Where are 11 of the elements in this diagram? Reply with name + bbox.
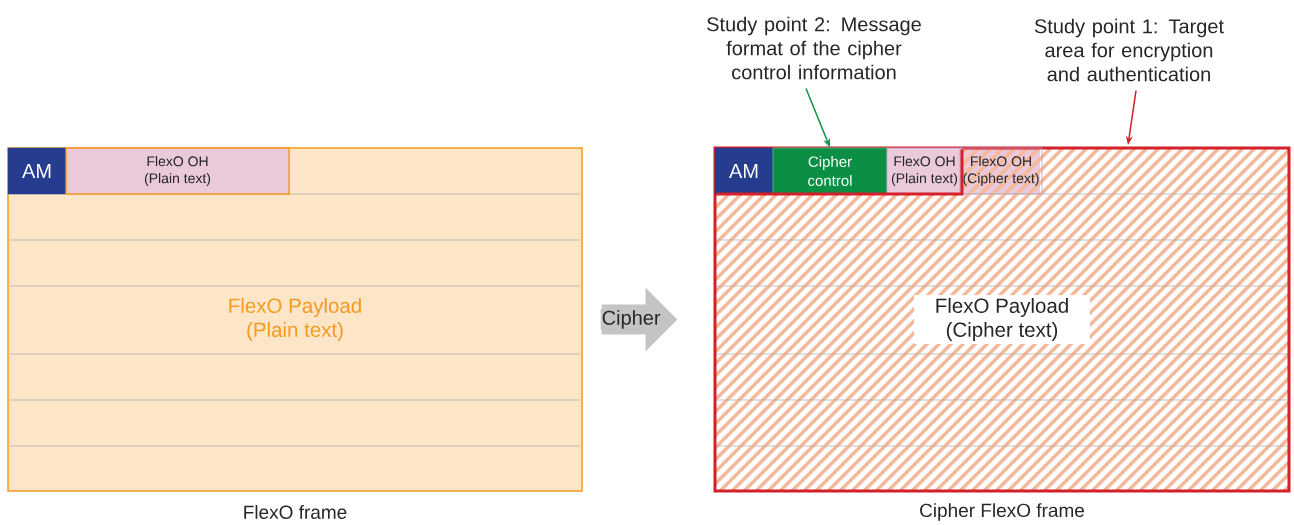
overhead-cell: FlexO OH (Plain text)	[886, 147, 963, 195]
frame-caption: Cipher FlexO frame	[920, 503, 1084, 521]
study-point-note: Study point 2: Message format of the cipher control information	[707, 16, 921, 80]
study-point-note: Study point 1: Target area for encryption and authentication	[1034, 18, 1224, 82]
frame-caption: FlexO frame	[244, 505, 347, 519]
am-cell: AM	[7, 147, 67, 195]
overhead-cell: FlexO OH (Plain text)	[65, 147, 290, 195]
am-cell: AM	[714, 147, 774, 195]
cipher-control-cell: Cipher control	[772, 147, 888, 195]
overhead-cell: FlexO OH (Cipher text)	[959, 147, 1043, 195]
edge-label: Cipher	[600, 309, 662, 330]
